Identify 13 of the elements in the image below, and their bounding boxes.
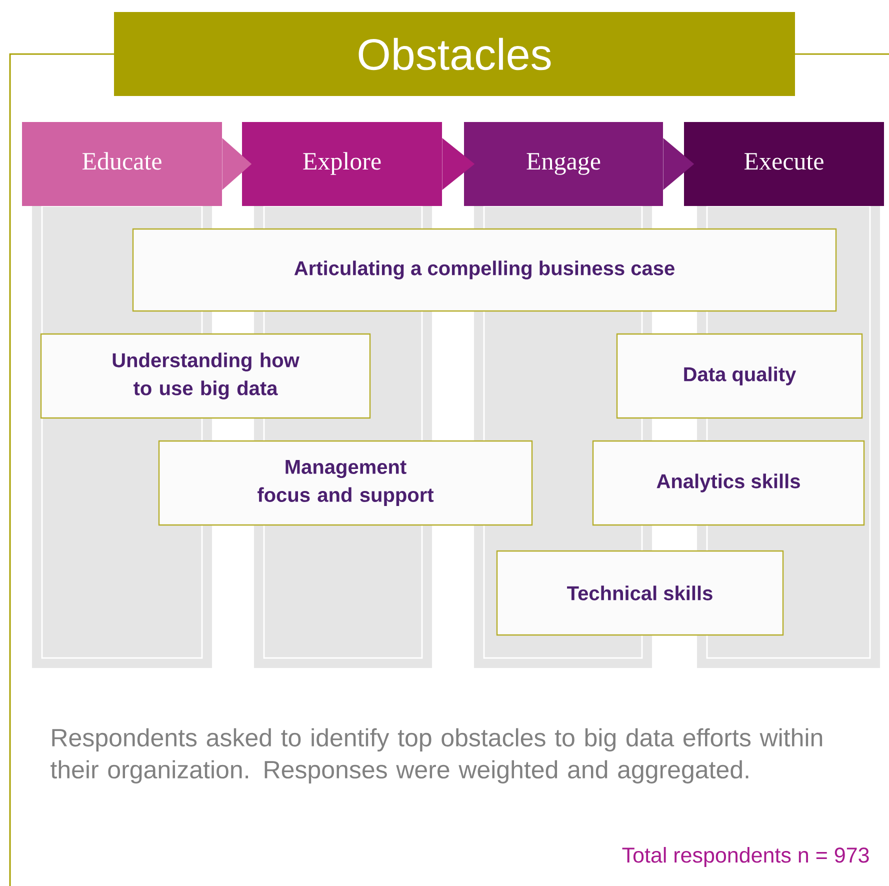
obstacle-box: Understanding how to use big data: [40, 333, 371, 419]
chevron-tip: [663, 138, 694, 190]
chevron-tip: [222, 138, 252, 190]
obstacle-box: Analytics skills: [592, 440, 865, 526]
chevron-tip: [442, 138, 475, 190]
obstacle-box: Articulating a compelling business case: [132, 228, 837, 312]
stage-label: Execute: [684, 122, 884, 206]
respondent-count: Total respondents n = 973: [622, 846, 869, 868]
obstacle-box: Management focus and support: [158, 440, 533, 526]
title-banner: Obstacles: [114, 12, 795, 96]
obstacle-box: Technical skills: [496, 550, 784, 636]
caption: Respondents asked to identify top obstacles to big data efforts within their organization. Responses were weighted and aggregated.: [50, 728, 822, 784]
obstacle-box: Data quality: [616, 333, 863, 419]
